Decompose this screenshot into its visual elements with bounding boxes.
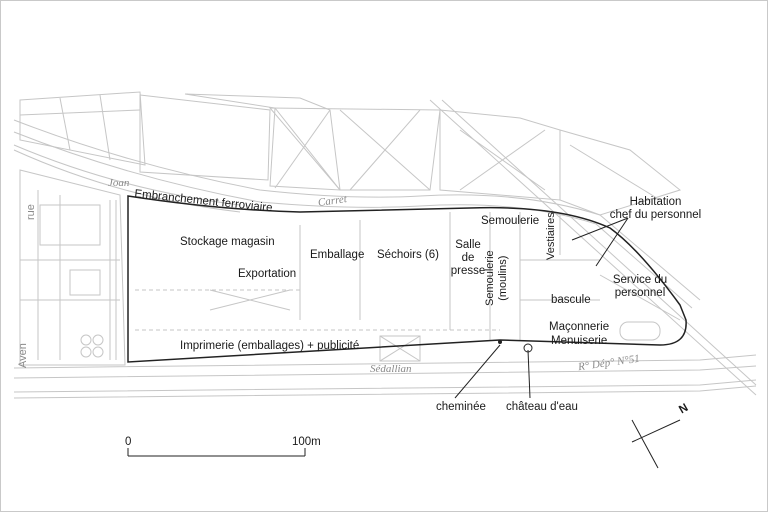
label-stockage-magasin: Stockage magasin [180,236,275,248]
street-sedallian: Sédallian [370,363,412,375]
chateau-eau-marker [523,343,533,353]
cheminee-marker [498,340,502,344]
label-bascule: bascule [551,294,591,306]
label-menuiserie: Menuiserie [551,335,608,347]
label-cheminee: cheminée [436,401,486,413]
site-boundary [127,195,687,363]
label-semoulerie-moulins: Semoulerie (moulins) [484,250,509,306]
label-habitation-chef-du-personnel: Habitation chef du personnel [609,196,702,221]
scale-bar-start-label: 0 [125,436,132,448]
scale-bar [127,448,306,457]
scale-bar-end-label: 100m [292,436,321,448]
label-exportation: Exportation [238,268,297,280]
street-joan: Joan [108,177,130,189]
street-avenue: Aven [17,343,29,368]
label-semoulerie: Semoulerie [481,215,540,227]
label-chateau-d-eau: château d'eau [506,401,578,413]
label-service-du-personnel: Service du personnel [612,274,668,299]
label-maconnerie: Maçonnerie [549,321,610,333]
label-salle-de-presse: Salle de presse [450,239,486,277]
label-vestiaires: Vestiaires [545,212,557,260]
label-imprimerie: Imprimerie (emballages) + publicité [180,340,360,352]
background-buildings [13,91,757,399]
north-arrow [631,419,681,469]
label-emballage: Emballage [310,249,365,261]
label-sechoirs: Séchoirs (6) [377,249,439,261]
street-left-road: rue [25,204,37,220]
leader-lines [454,217,629,399]
